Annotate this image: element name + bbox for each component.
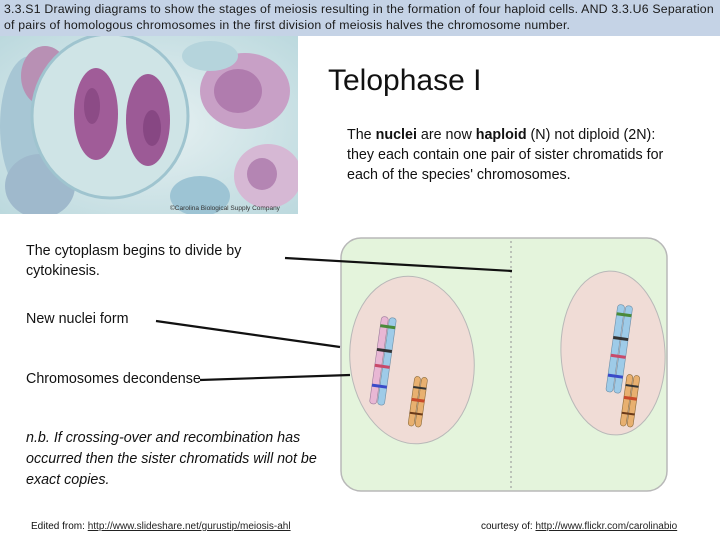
telophase-description: The nuclei are now haploid (N) not diplo… bbox=[347, 125, 677, 185]
pointer-line-decondense bbox=[199, 373, 351, 382]
photo-credit: ©Carolina Biological Supply Company bbox=[170, 205, 280, 212]
label-chromosomes-decondense: Chromosomes decondense bbox=[26, 371, 201, 387]
pointer-line-new-nuclei bbox=[155, 319, 341, 349]
left-chromosome-pair-1 bbox=[369, 316, 397, 406]
header-bar: 3.3.S1 Drawing diagrams to show the stag… bbox=[0, 0, 720, 36]
desc-part-2: are now bbox=[416, 127, 476, 143]
label-cytokinesis: The cytoplasm begins to divide by cytoki… bbox=[26, 243, 242, 279]
desc-part-3: (N) not diploid (2N): they each contain … bbox=[347, 127, 664, 183]
desc-bold-nuclei: nuclei bbox=[375, 127, 417, 143]
right-chromosome-pair-2 bbox=[619, 374, 640, 428]
footer-courtesy: courtesy of: http://www.flickr.com/carol… bbox=[481, 521, 677, 532]
micrograph-photo bbox=[0, 36, 298, 214]
footer-edited-link[interactable]: http://www.slideshare.net/gurustip/meios… bbox=[87, 521, 291, 532]
crossing-over-note: n.b. If crossing-over and recombination … bbox=[26, 430, 317, 488]
telophase-cell-diagram bbox=[340, 237, 668, 492]
desc-bold-haploid: haploid bbox=[475, 127, 527, 143]
footer-edited-prefix: Edited from: bbox=[31, 521, 88, 532]
slide-title: Telophase I bbox=[328, 64, 482, 97]
left-chromosome-pair-2 bbox=[407, 376, 428, 428]
desc-part-1: The bbox=[347, 127, 376, 143]
slide-header-text: 3.3.S1 Drawing diagrams to show the stag… bbox=[4, 2, 714, 32]
footer-courtesy-link[interactable]: http://www.flickr.com/carolinabio bbox=[535, 521, 678, 532]
footer-courtesy-prefix: courtesy of: bbox=[481, 521, 536, 532]
footer-edited-from: Edited from: http://www.slideshare.net/g… bbox=[31, 521, 291, 532]
label-new-nuclei: New nuclei form bbox=[26, 311, 129, 327]
right-chromosome-pair-1 bbox=[605, 304, 633, 394]
